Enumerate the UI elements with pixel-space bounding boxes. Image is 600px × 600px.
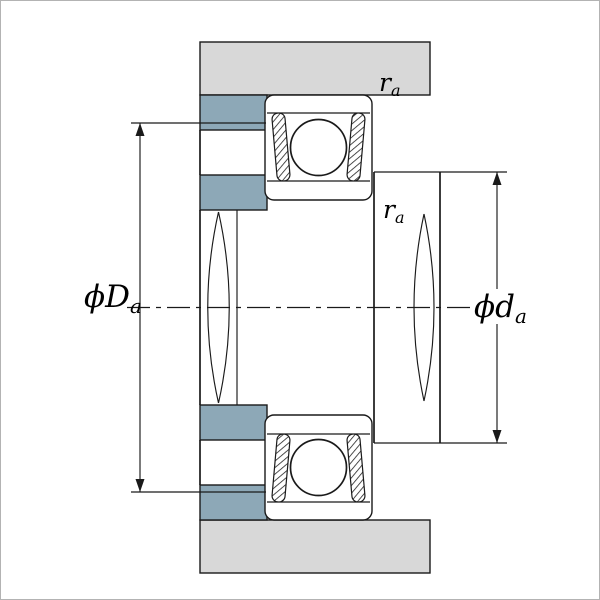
ball-top [289, 118, 348, 177]
arrowhead-shaft-bottom [492, 430, 502, 443]
housing-shoulder-top-outer [199, 94, 268, 131]
fillet-label-housing: ra [379, 68, 401, 100]
ball-bottom [289, 438, 348, 497]
bearing-section-top [264, 94, 373, 201]
housing-block-bottom [199, 519, 431, 574]
bearing-bottom-outline [264, 414, 373, 521]
bearing-top-outline [264, 94, 373, 201]
dimension-outer-diameter: ϕDa [84, 122, 266, 493]
dimension-shaft-diameter: ϕda [471, 172, 527, 443]
fillet-label-shaft: ra [383, 195, 405, 227]
housing-shoulder-top-inner [199, 174, 268, 211]
shaft-break-lens-right-arc [423, 213, 435, 402]
arrowhead-outer-top [135, 123, 145, 136]
arrowhead-shaft-top [492, 172, 502, 185]
outer-diameter-label: ϕDa [84, 279, 142, 318]
seal-bottom-right [346, 433, 366, 503]
seal-top-left [271, 112, 291, 182]
shaft-label-mask [471, 289, 524, 324]
seal-bottom-left [271, 433, 291, 503]
housing-shoulder-bottom-inner [199, 404, 268, 441]
housing-shoulder-bottom-outer [199, 484, 268, 521]
bearing-section-bottom [264, 414, 373, 521]
arrowhead-outer-bottom [135, 479, 145, 492]
seal-top-right [346, 112, 366, 182]
shaft-diameter-label: ϕda [474, 289, 527, 328]
